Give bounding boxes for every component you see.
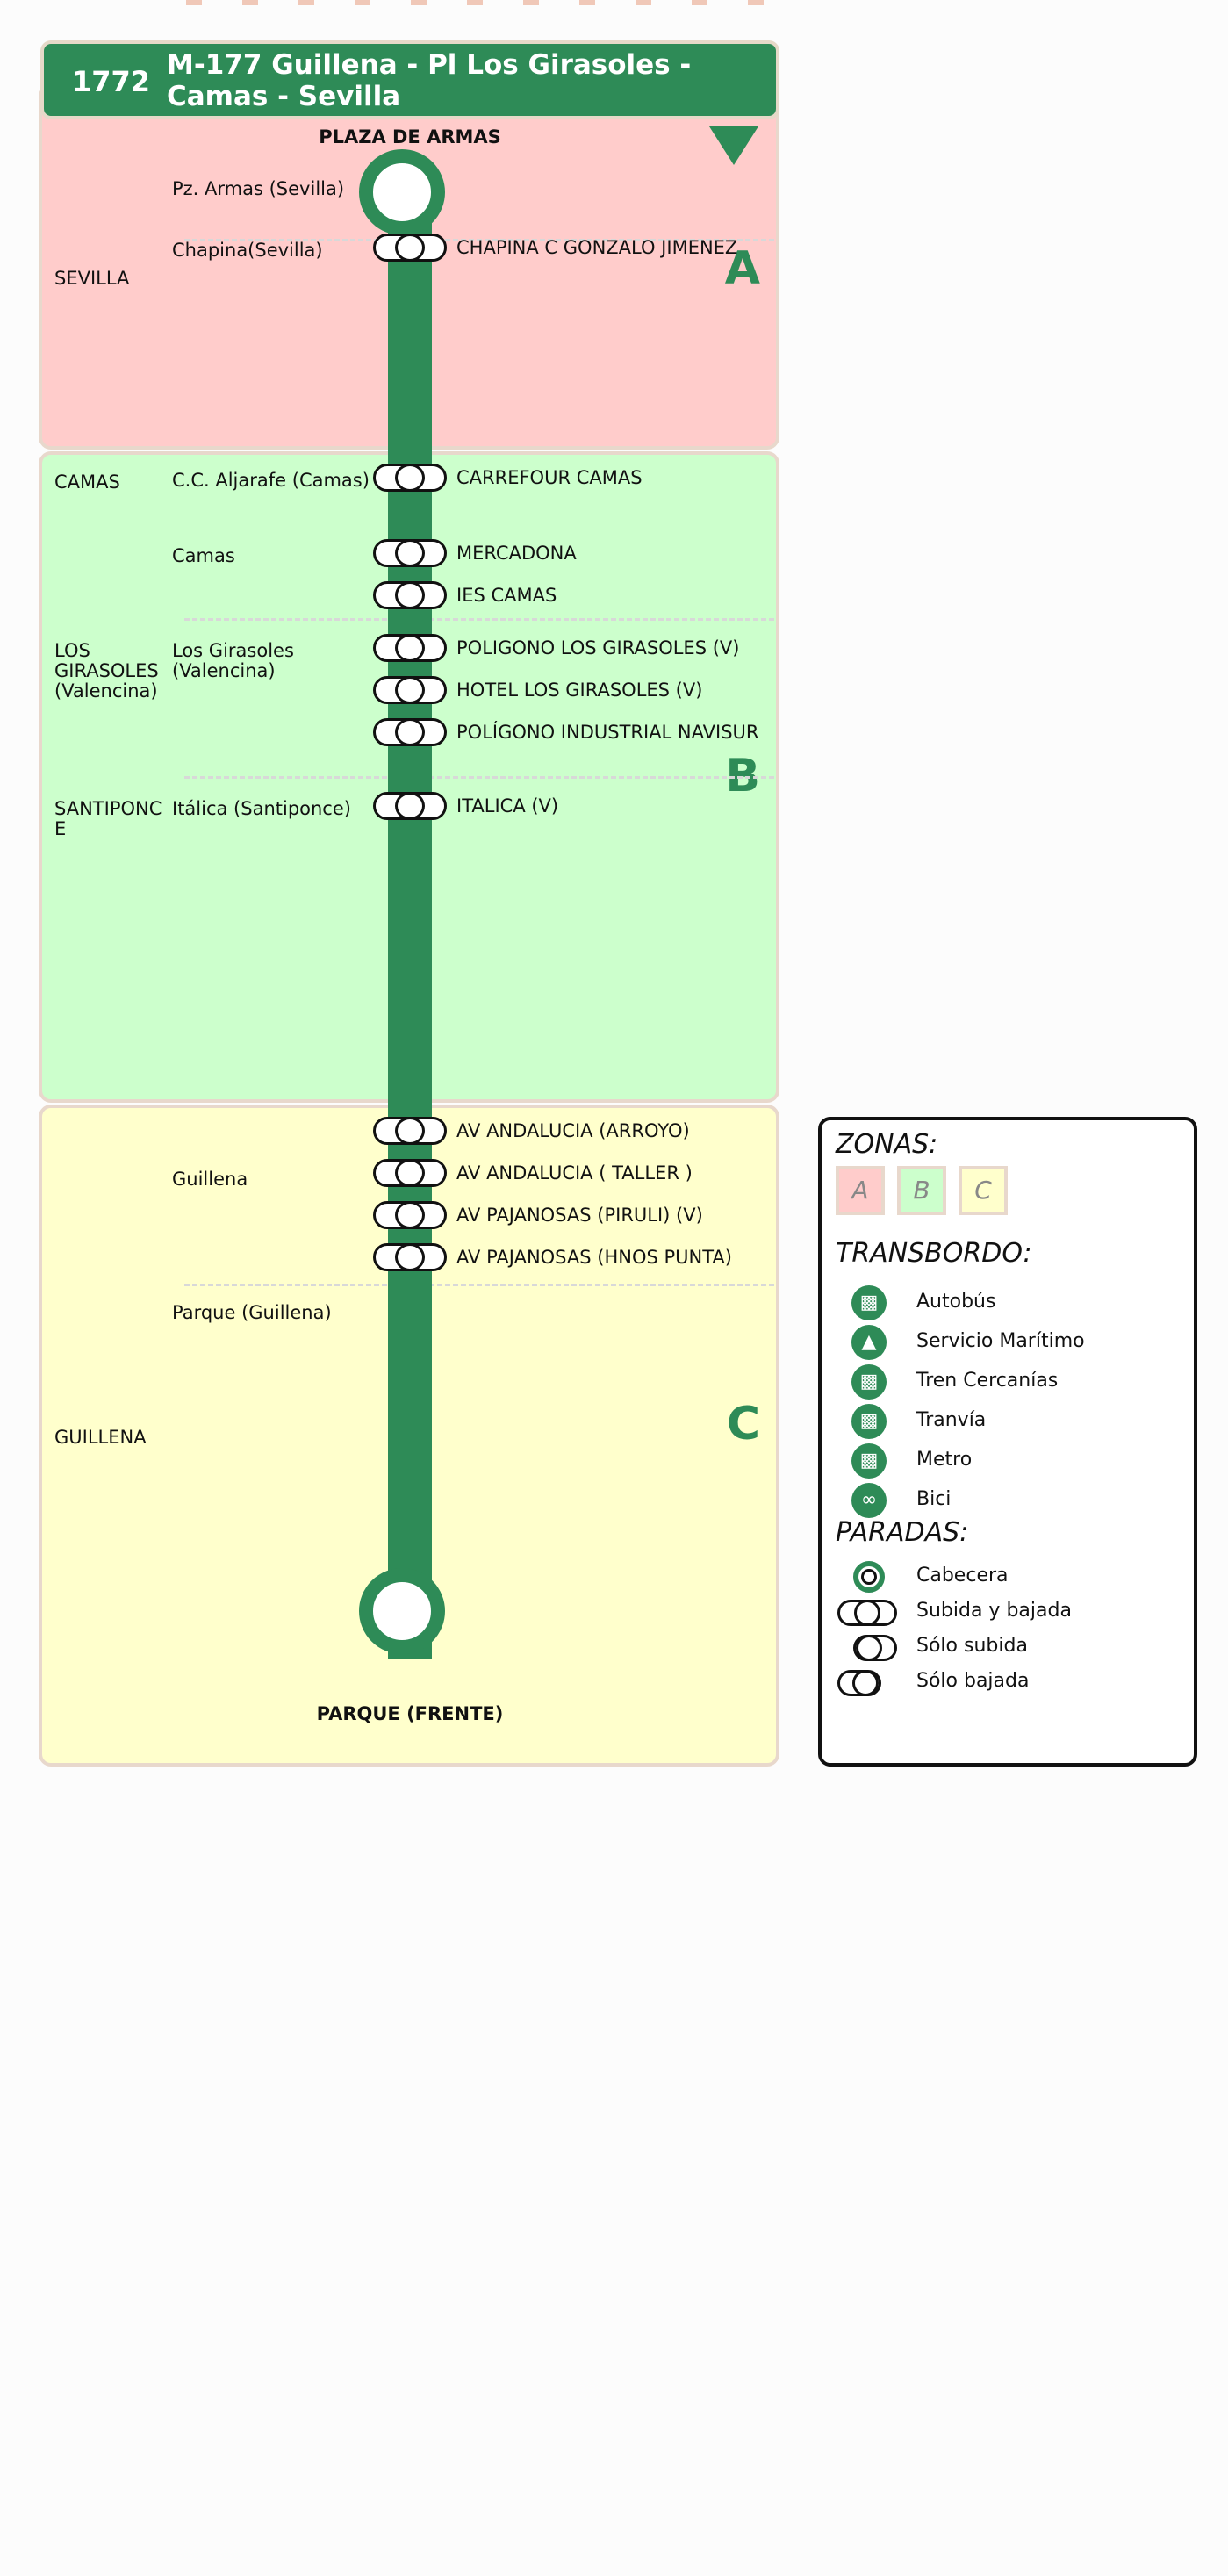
- legend-transfer-label: Servicio Marítimo: [916, 1330, 1085, 1352]
- legend-transfer-label: Bici: [916, 1488, 952, 1510]
- legend-zone-b: B: [897, 1166, 946, 1215]
- stop-name: AV ANDALUCIA (ARROYO): [456, 1120, 690, 1141]
- tram-icon: ▩: [851, 1404, 887, 1439]
- legend-transfer-label: Tren Cercanías: [916, 1370, 1059, 1392]
- legend: ZONAS: A B C TRANSBORDO: ▩ Autobús ▲ Ser…: [818, 1117, 1197, 1767]
- legend-transfer-title: TRANSBORDO:: [836, 1238, 1032, 1269]
- legend-zone-c: C: [959, 1166, 1008, 1215]
- municipality-label: SANTIPONCE: [54, 798, 162, 839]
- stop-marker: [373, 464, 447, 492]
- terminal-end-marker: [359, 1568, 445, 1654]
- route-title-bar: 1772 M-177 Guillena - Pl Los Girasoles -…: [40, 40, 779, 119]
- route-name: M-177 Guillena - Pl Los Girasoles - Cama…: [167, 49, 692, 112]
- zone-a-label: A: [724, 242, 760, 295]
- locality-label: Parque (Guillena): [172, 1302, 332, 1323]
- route-line: [388, 193, 432, 1659]
- legend-stop-type: Sólo subida: [916, 1635, 1028, 1657]
- locality-label: Los Girasoles (Valencina): [172, 640, 294, 681]
- legend-transfer-label: Autobús: [916, 1291, 996, 1313]
- locality-label: Guillena: [172, 1169, 248, 1190]
- stop-marker: [373, 1201, 447, 1229]
- stop-name: AV PAJANOSAS (PIRULI) (V): [456, 1205, 703, 1226]
- stop-name: MERCADONA: [456, 543, 577, 564]
- stop-name: IES CAMAS: [456, 585, 557, 606]
- locality-separator: [184, 776, 774, 779]
- municipality-label: LOS GIRASOLES (Valencina): [54, 640, 159, 702]
- legend-stop-both-marker: [837, 1600, 897, 1626]
- stop-marker: [373, 581, 447, 609]
- legend-transfer-label: Metro: [916, 1449, 973, 1471]
- stop-marker: [373, 676, 447, 704]
- legend-stop-alight-marker: [837, 1670, 881, 1696]
- terminal-end-name: PARQUE (FRENTE): [316, 1703, 504, 1724]
- stop-name: AV ANDALUCIA ( TALLER ): [456, 1162, 693, 1184]
- legend-stops-title: PARADAS:: [836, 1517, 969, 1548]
- locality-separator: [184, 618, 774, 621]
- locality-separator: [184, 1284, 774, 1286]
- legend-transfer-label: Tranvía: [916, 1409, 987, 1431]
- route-number: 1772: [72, 65, 151, 98]
- stop-name: CARREFOUR CAMAS: [456, 467, 643, 488]
- stop-marker: [373, 1243, 447, 1271]
- locality-label: Camas: [172, 545, 235, 566]
- locality-label: Chapina(Sevilla): [172, 240, 323, 261]
- legend-zone-a: A: [836, 1166, 885, 1215]
- train-icon: ▩: [851, 1364, 887, 1400]
- stop-marker: [373, 234, 447, 262]
- stop-marker: [373, 1159, 447, 1187]
- direction-arrow-icon: [709, 126, 758, 165]
- stop-marker: [373, 792, 447, 820]
- ferry-icon: ▲: [851, 1325, 887, 1360]
- stop-name: POLIGONO LOS GIRASOLES (V): [456, 637, 740, 658]
- stop-marker: [373, 1117, 447, 1145]
- zone-c-label: C: [726, 1398, 760, 1450]
- legend-stop-type: Subida y bajada: [916, 1600, 1072, 1622]
- stop-name: POLÍGONO INDUSTRIAL NAVISUR: [456, 722, 759, 743]
- metro-icon: ▩: [851, 1443, 887, 1479]
- legend-stop-board-marker: [853, 1635, 897, 1661]
- locality-label: Pz. Armas (Sevilla): [172, 178, 345, 199]
- bike-icon: ∞: [851, 1483, 887, 1518]
- bus-icon: ▩: [851, 1285, 887, 1320]
- municipality-label: GUILLENA: [54, 1427, 147, 1448]
- locality-separator: [184, 239, 774, 241]
- top-dashes: [186, 0, 764, 5]
- locality-label: C.C. Aljarafe (Camas): [172, 470, 370, 491]
- terminal-start-name: PLAZA DE ARMAS: [319, 126, 501, 148]
- stop-name: AV PAJANOSAS (HNOS PUNTA): [456, 1247, 732, 1268]
- locality-label: Itálica (Santiponce): [172, 798, 351, 819]
- stop-name: CHAPINA C GONZALO JIMENEZ: [456, 237, 738, 258]
- legend-stop-type: Cabecera: [916, 1565, 1009, 1587]
- municipality-label: SEVILLA: [54, 268, 130, 289]
- stop-marker: [373, 718, 447, 746]
- stop-name: HOTEL LOS GIRASOLES (V): [456, 680, 703, 701]
- stop-name: ITALICA (V): [456, 795, 559, 817]
- legend-zones-title: ZONAS:: [836, 1129, 938, 1160]
- legend-stop-type: Sólo bajada: [916, 1670, 1030, 1692]
- legend-terminal-marker: [853, 1561, 885, 1593]
- stop-marker: [373, 634, 447, 662]
- stop-marker: [373, 539, 447, 567]
- municipality-label: CAMAS: [54, 471, 120, 493]
